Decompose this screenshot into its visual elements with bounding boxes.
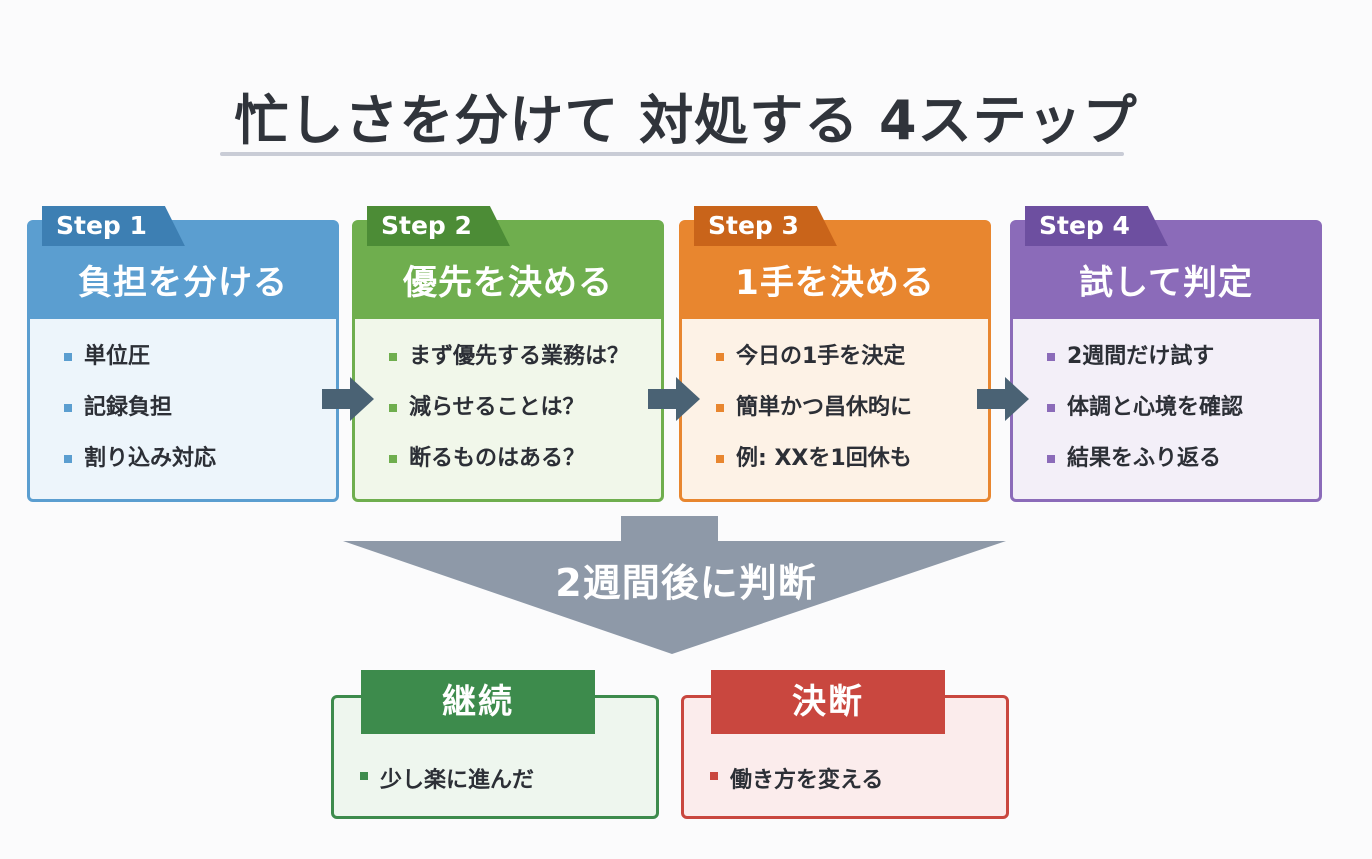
bullet-square-icon: [389, 353, 397, 361]
step-card-header: Step 1 負担を分ける: [30, 206, 336, 319]
bullet-square-icon: [64, 455, 72, 463]
bullet-square-icon: [716, 353, 724, 361]
step-tag: Step 3: [694, 206, 837, 246]
list-item-text: 単位圧: [84, 344, 151, 369]
list-item: 例: XXを1回休も: [716, 445, 988, 496]
bullet-square-icon: [64, 353, 72, 361]
arrow-right-icon: [648, 377, 700, 421]
bullet-square-icon: [389, 455, 397, 463]
list-item-text: 2週間だけ試す: [1067, 344, 1215, 369]
list-item: 2週間だけ試す: [1047, 343, 1319, 394]
list-item-text: 少し楽に進んだ: [380, 768, 535, 793]
list-item: 働き方を変える: [710, 762, 883, 794]
list-item-text: まず優先する業務は？: [409, 344, 630, 369]
list-item: 体調と心境を確認: [1047, 394, 1319, 445]
bullet-square-icon: [716, 404, 724, 412]
step-item-list: 単位圧 記録負担 割り込み対応: [30, 319, 336, 496]
outcome-label: 決断: [711, 670, 945, 734]
step-heading: 負担を分ける: [78, 263, 288, 303]
step-heading: 優先を決める: [403, 263, 613, 303]
bullet-square-icon: [360, 772, 368, 780]
bullet-square-icon: [716, 455, 724, 463]
list-item: 単位圧: [64, 343, 336, 394]
step-tag: Step 1: [42, 206, 185, 246]
list-item: 少し楽に進んだ: [360, 762, 534, 794]
arrow-right-icon: [322, 377, 374, 421]
step-card-2: Step 2 優先を決める まず優先する業務は？ 減らせることは？ 断るものはあ…: [352, 206, 664, 502]
page-title: 忙しさを分けて 対処する 4ステップ: [234, 89, 1138, 152]
list-item-text: 今日の1手を決定: [736, 344, 906, 369]
step-card-header: Step 3 1手を決める: [682, 206, 988, 319]
list-item: 割り込み対応: [64, 445, 336, 496]
step-heading: 1手を決める: [735, 263, 935, 303]
list-item-text: 簡単かつ昌休昀に: [736, 395, 913, 420]
title-underline: [220, 152, 1124, 156]
bullet-square-icon: [1047, 353, 1055, 361]
bullet-square-icon: [64, 404, 72, 412]
list-item-text: 結果をふり返る: [1067, 446, 1222, 471]
bullet-square-icon: [710, 772, 718, 780]
list-item-text: 減らせることは？: [409, 395, 585, 420]
bullet-square-icon: [389, 404, 397, 412]
list-item-text: 割り込み対応: [84, 446, 217, 471]
list-item-text: 記録負担: [84, 395, 173, 420]
list-item-text: 例: XXを1回休も: [736, 446, 912, 471]
step-tag: Step 4: [1025, 206, 1168, 246]
list-item-text: 体調と心境を確認: [1067, 395, 1244, 420]
step-item-list: 2週間だけ試す 体調と心境を確認 結果をふり返る: [1013, 319, 1319, 496]
list-item: 結果をふり返る: [1047, 445, 1319, 496]
list-item-text: 断るものはある？: [409, 446, 586, 471]
list-item: 簡単かつ昌休昀に: [716, 394, 988, 445]
step-tag: Step 2: [367, 206, 510, 246]
list-item: 記録負担: [64, 394, 336, 445]
step-card-1: Step 1 負担を分ける 単位圧 記録負担 割り込み対応: [27, 206, 339, 502]
funnel-arrow-icon: [343, 516, 1006, 654]
step-item-list: 今日の1手を決定 簡単かつ昌休昀に 例: XXを1回休も: [682, 319, 988, 496]
step-heading: 試して判定: [1079, 263, 1253, 303]
decision-label: 2週間後に判断: [555, 561, 817, 605]
step-card-4: Step 4 試して判定 2週間だけ試す 体調と心境を確認 結果をふり返る: [1010, 206, 1322, 502]
list-item: 減らせることは？: [389, 394, 661, 445]
bullet-square-icon: [1047, 404, 1055, 412]
arrow-right-icon: [977, 377, 1029, 421]
list-item-text: 働き方を変える: [730, 768, 884, 793]
outcome-card-continue: 継続 少し楽に進んだ: [331, 670, 659, 819]
outcome-card-decide: 決断 働き方を変える: [681, 670, 1009, 819]
list-item: 今日の1手を決定: [716, 343, 988, 394]
list-item: 断るものはある？: [389, 445, 661, 496]
bullet-square-icon: [1047, 455, 1055, 463]
outcome-label: 継続: [361, 670, 595, 734]
step-item-list: まず優先する業務は？ 減らせることは？ 断るものはある？: [355, 319, 661, 496]
list-item: まず優先する業務は？: [389, 343, 661, 394]
step-card-header: Step 4 試して判定: [1013, 206, 1319, 319]
step-card-3: Step 3 1手を決める 今日の1手を決定 簡単かつ昌休昀に 例: XXを1回…: [679, 206, 991, 502]
step-card-header: Step 2 優先を決める: [355, 206, 661, 319]
